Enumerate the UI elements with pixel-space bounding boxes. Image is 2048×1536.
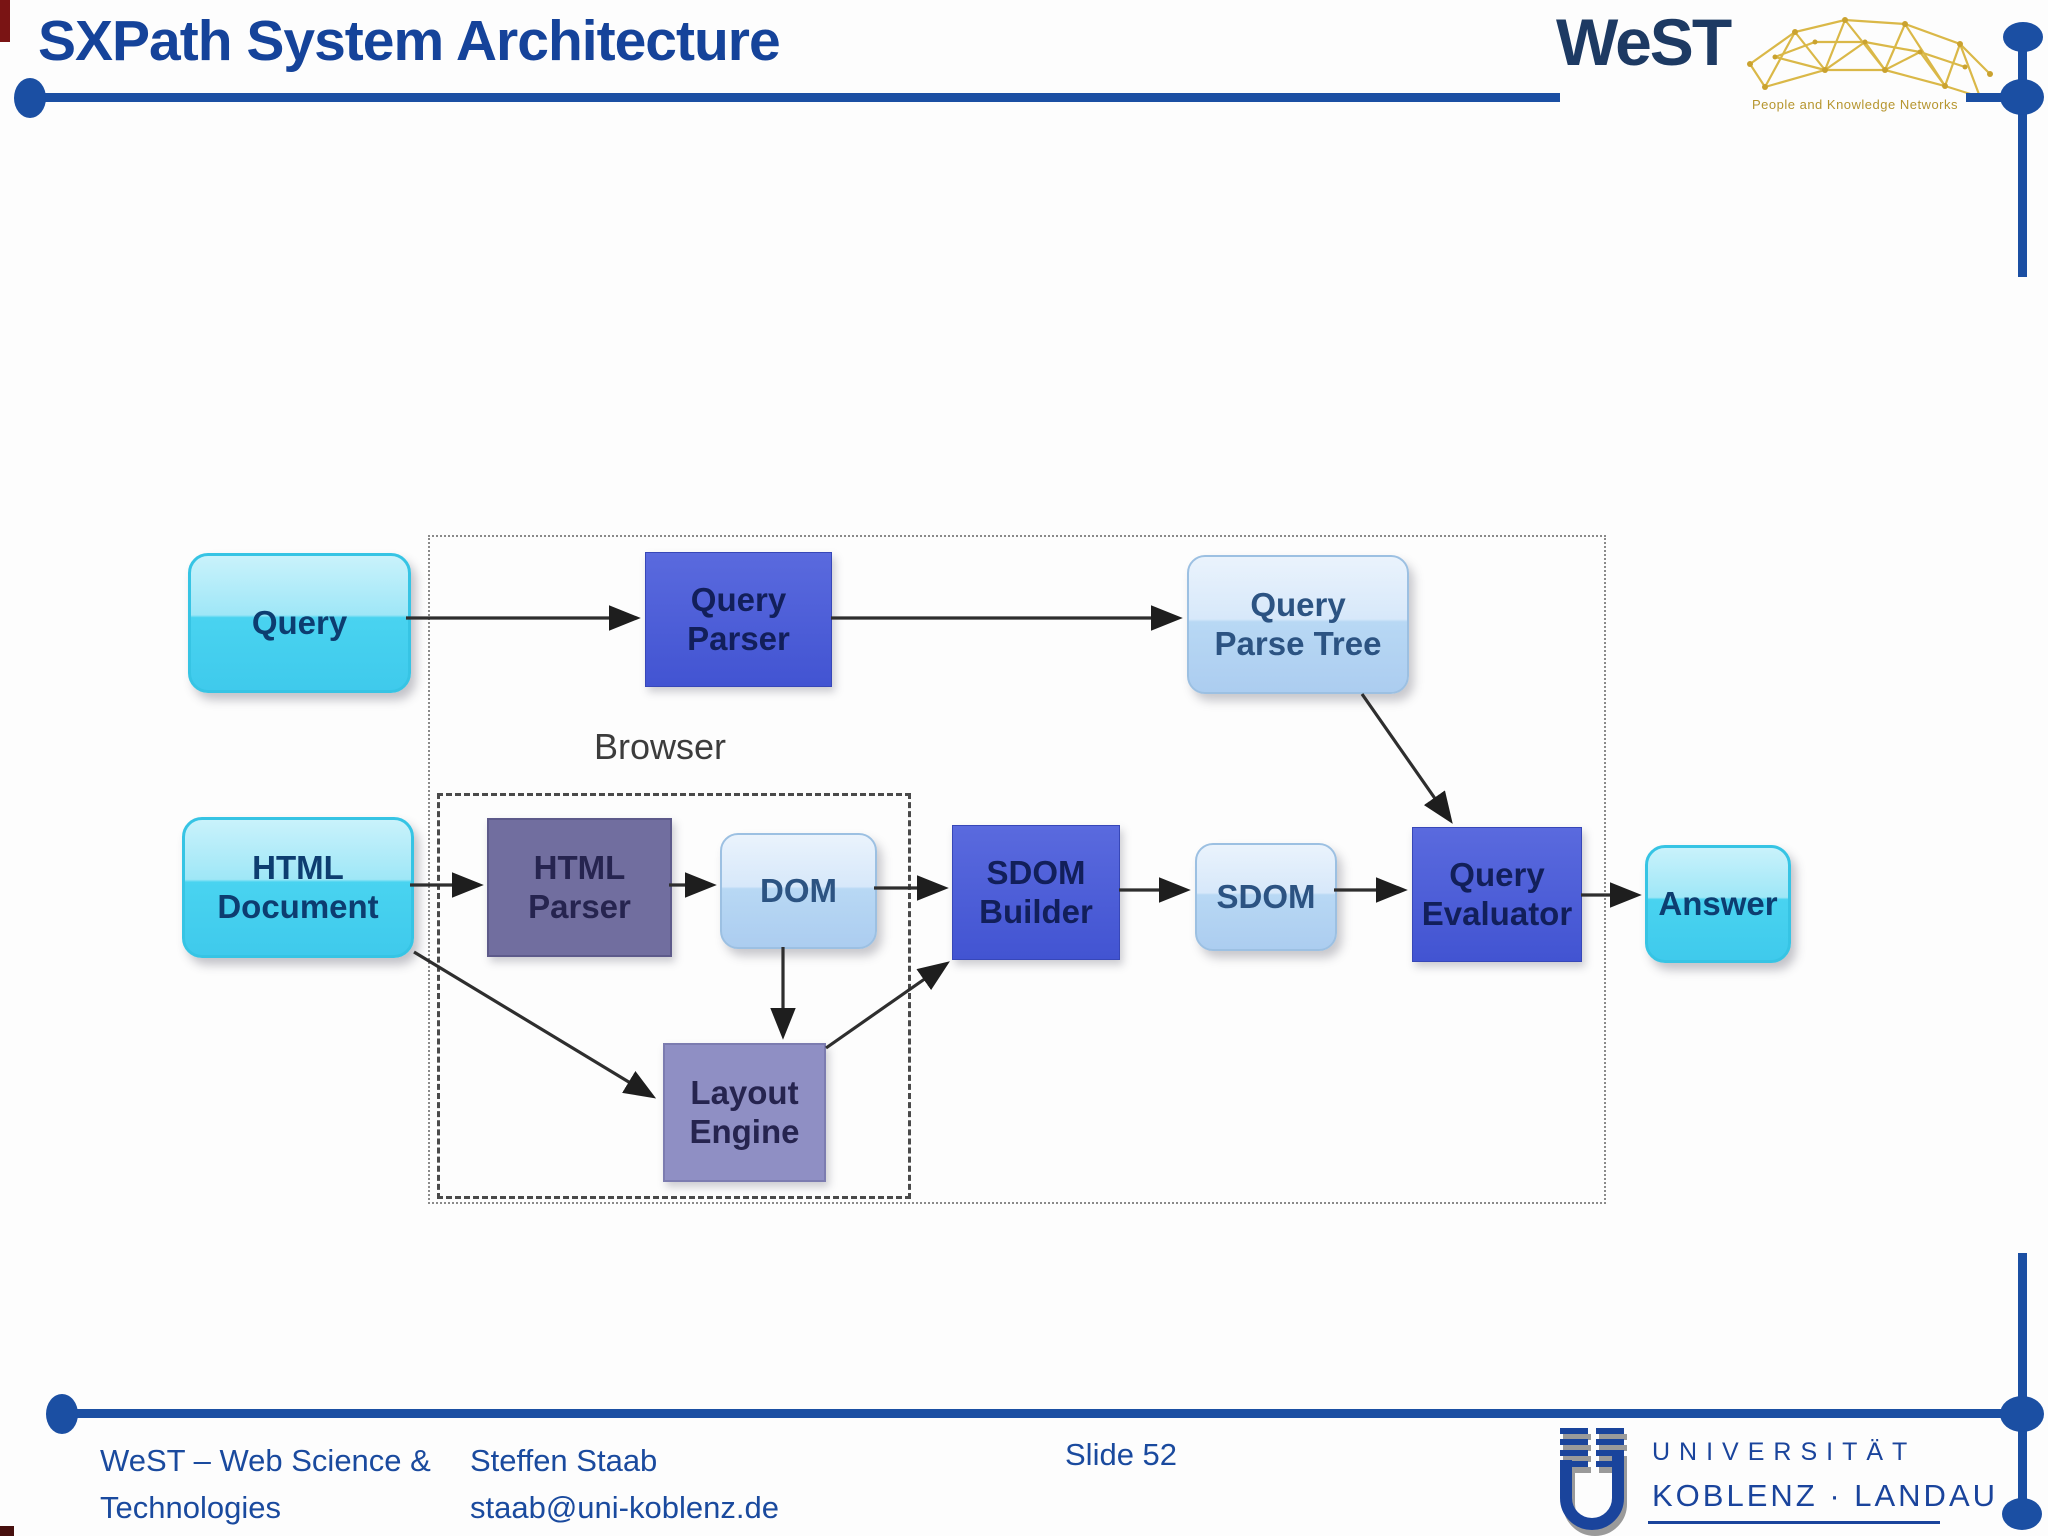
node-query-parse-tree: Query Parse Tree (1187, 555, 1409, 694)
footer-org-line2: Technologies (100, 1490, 281, 1525)
node-query: Query (188, 553, 411, 693)
west-logo-text: WeST (1556, 5, 1732, 79)
footer-rule-junction-dot (2000, 1396, 2044, 1432)
capture-artifact (0, 1526, 14, 1536)
node-sdom-label: SDOM (1216, 877, 1316, 915)
node-sdom-builder: SDOM Builder (952, 825, 1120, 960)
node-dom-label: DOM (760, 871, 837, 909)
west-network-graphic (1747, 17, 1993, 100)
footer-email: staab@uni-koblenz.de (470, 1490, 779, 1525)
node-layout-engine-label: Layout Engine (689, 1073, 800, 1150)
node-query-evaluator: Query Evaluator (1412, 827, 1582, 962)
node-query-parser-label: Query Parser (687, 580, 790, 657)
node-html-document-label: HTML Document (217, 848, 379, 925)
node-html-document: HTML Document (182, 817, 414, 958)
footer-rule (55, 1409, 2022, 1418)
node-answer: Answer (1645, 845, 1791, 963)
footer-org-line1: WeST – Web Science & (100, 1443, 431, 1478)
university-emblem (1560, 1428, 1627, 1536)
browser-label: Browser (594, 726, 727, 767)
capture-artifact (0, 0, 10, 42)
title-rule (30, 93, 1560, 102)
node-query-evaluator-label: Query Evaluator (1421, 855, 1573, 932)
node-html-parser: HTML Parser (487, 818, 672, 957)
node-query-parser: Query Parser (645, 552, 832, 687)
node-query-label: Query (251, 603, 348, 641)
system-boundary-box (428, 535, 1606, 1204)
footer-rule-left-dot (46, 1394, 78, 1434)
node-sdom: SDOM (1195, 843, 1337, 951)
university-name-line2: KOBLENZ · LANDAU (1652, 1478, 1999, 1513)
node-query-parse-tree-label: Query Parse Tree (1214, 585, 1382, 662)
top-right-rule-stub (1966, 93, 2022, 102)
bottom-right-rule (2018, 1253, 2027, 1516)
university-logo-underline (1648, 1521, 1940, 1524)
university-name-line1: UNIVERSITÄT (1652, 1438, 1917, 1466)
node-answer-label: Answer (1658, 884, 1778, 922)
top-right-rule (2018, 34, 2027, 277)
top-right-rule-junction-dot (2000, 79, 2044, 115)
node-html-parser-label: HTML Parser (528, 848, 631, 925)
footer-slide-number: Slide 52 (1065, 1437, 1178, 1472)
bottom-right-rule-end-dot (2002, 1498, 2042, 1530)
page-title: SXPath System Architecture (38, 9, 781, 73)
title-rule-left-dot (14, 78, 46, 118)
west-logo-tagline: People and Knowledge Networks (1752, 97, 1959, 112)
top-right-rule-top-dot (2003, 22, 2043, 52)
node-dom: DOM (720, 833, 877, 949)
node-sdom-builder-label: SDOM Builder (979, 853, 1093, 930)
footer-author: Steffen Staab (470, 1443, 658, 1478)
node-layout-engine: Layout Engine (663, 1043, 826, 1182)
